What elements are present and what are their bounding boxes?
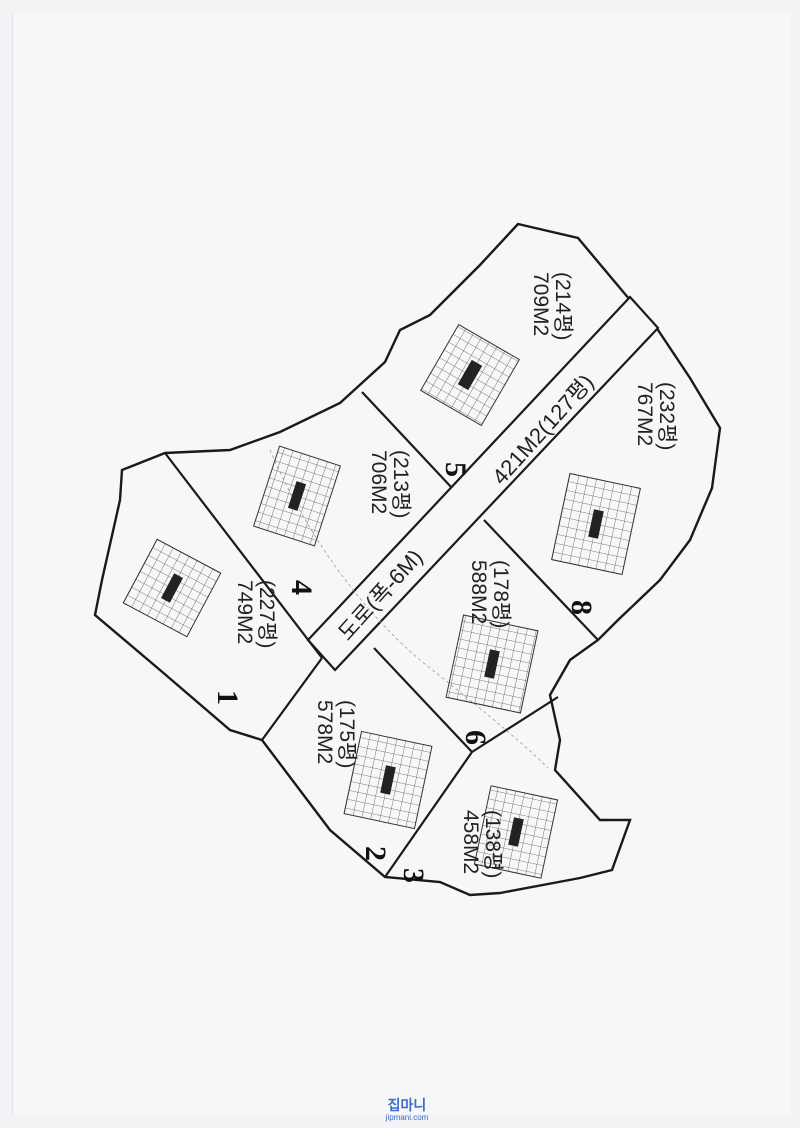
lot-5-pyeong: (214평) <box>551 272 574 340</box>
road-strip <box>306 295 660 672</box>
lot-1-number: 1 <box>211 690 244 705</box>
road-area: 421M2(127평) <box>487 369 599 489</box>
building-footprints <box>122 323 641 879</box>
lot-6-number: 6 <box>459 730 492 745</box>
lot-3-area: 458M2 <box>459 810 482 874</box>
lot-2-pyeong: (175평) <box>335 700 358 768</box>
lot-8-area: 767M2 <box>633 382 656 446</box>
lot-2-label: 578M2 (175평) <box>313 700 358 768</box>
lot-8-number: 8 <box>565 600 598 615</box>
lot-1-label: 749M2 (227평) <box>233 580 278 648</box>
lot-lines <box>164 391 599 878</box>
lot-2-area: 578M2 <box>313 700 336 764</box>
watermark-logo: 집마니 jipmani.com <box>372 1098 442 1124</box>
lot-2-number: 2 <box>359 846 392 861</box>
lot-5-area: 709M2 <box>529 272 552 336</box>
lot-6-pyeong: (178평) <box>489 560 512 628</box>
lot-1-pyeong: (227평) <box>255 580 278 648</box>
road-label: 도로(폭-6M) <box>333 544 427 645</box>
site-boundary <box>93 222 722 897</box>
lot-6-label: 588M2 (178평) <box>467 560 512 628</box>
lot-5-number: 5 <box>439 462 472 477</box>
lot-8-label: 767M2 (232평) <box>633 382 678 450</box>
lot-3-pyeong: (138평) <box>481 810 504 878</box>
lot-6-area: 588M2 <box>467 560 490 624</box>
lot-8-pyeong: (232평) <box>655 382 678 450</box>
lot-1-area: 749M2 <box>233 580 256 644</box>
lot-4-number: 4 <box>285 580 318 595</box>
lot-3-number: 3 <box>397 868 430 883</box>
lot-4-area: 706M2 <box>367 450 390 514</box>
lot-4-pyeong: (213평) <box>389 450 412 518</box>
watermark-url: jipmani.com <box>385 1113 429 1122</box>
watermark-brand: 집마니 <box>387 1097 427 1113</box>
lot-4-label: 706M2 (213평) <box>367 450 412 518</box>
lot-5-label: 709M2 (214평) <box>529 272 574 340</box>
lot-3-label: 458M2 (138평) <box>459 810 504 878</box>
